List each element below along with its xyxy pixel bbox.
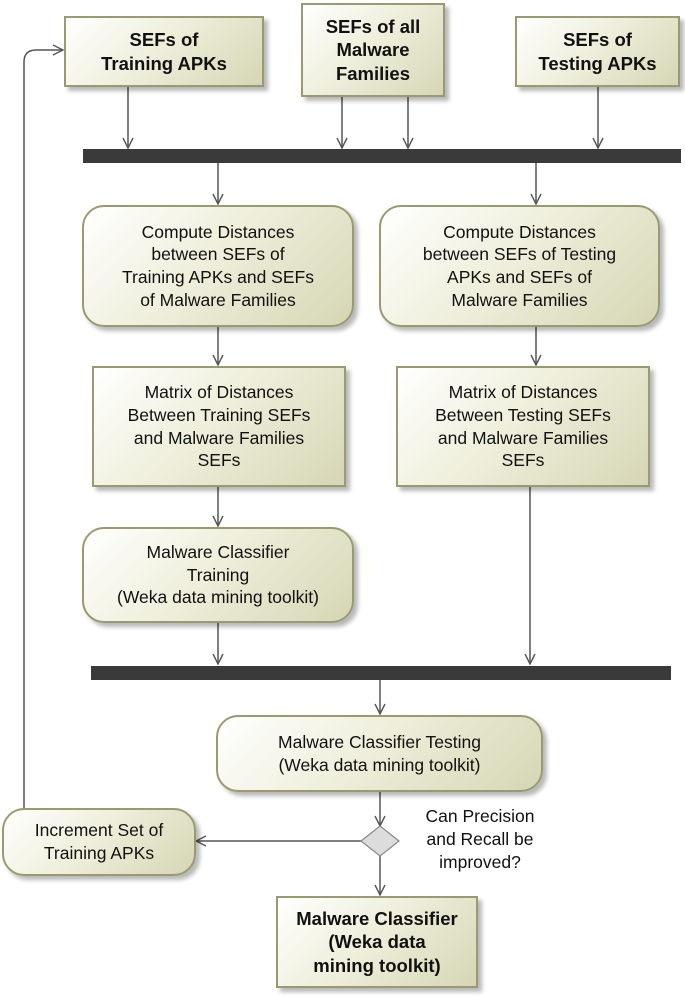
arrow-loop-back-to-training [23,50,63,808]
fork-bar [83,149,681,163]
decision-diamond [360,825,400,857]
classifier-training-node: Malware Classifier Training (Weka data m… [82,527,354,623]
increment-training-set-node: Increment Set of Training APKs [2,808,196,876]
testing-apks-sefs-box: SEFs of Testing APKs [515,16,680,87]
join-bar [91,666,671,680]
final-classifier-box: Malware Classifier (Weka data mining too… [276,896,478,988]
compute-distances-training-node: Compute Distances between SEFs of Traini… [82,205,354,327]
malware-families-sefs-box: SEFs of all Malware Families [301,3,445,97]
matrix-distances-training-box: Matrix of Distances Between Training SEF… [92,366,346,487]
matrix-distances-testing-box: Matrix of Distances Between Testing SEFs… [396,366,650,487]
classifier-testing-node: Malware Classifier Testing (Weka data mi… [216,715,543,792]
training-apks-sefs-box: SEFs of Training APKs [64,16,264,87]
compute-distances-testing-node: Compute Distances between SEFs of Testin… [379,205,660,327]
decision-question: Can Precision and Recall be improved? [425,806,535,872]
